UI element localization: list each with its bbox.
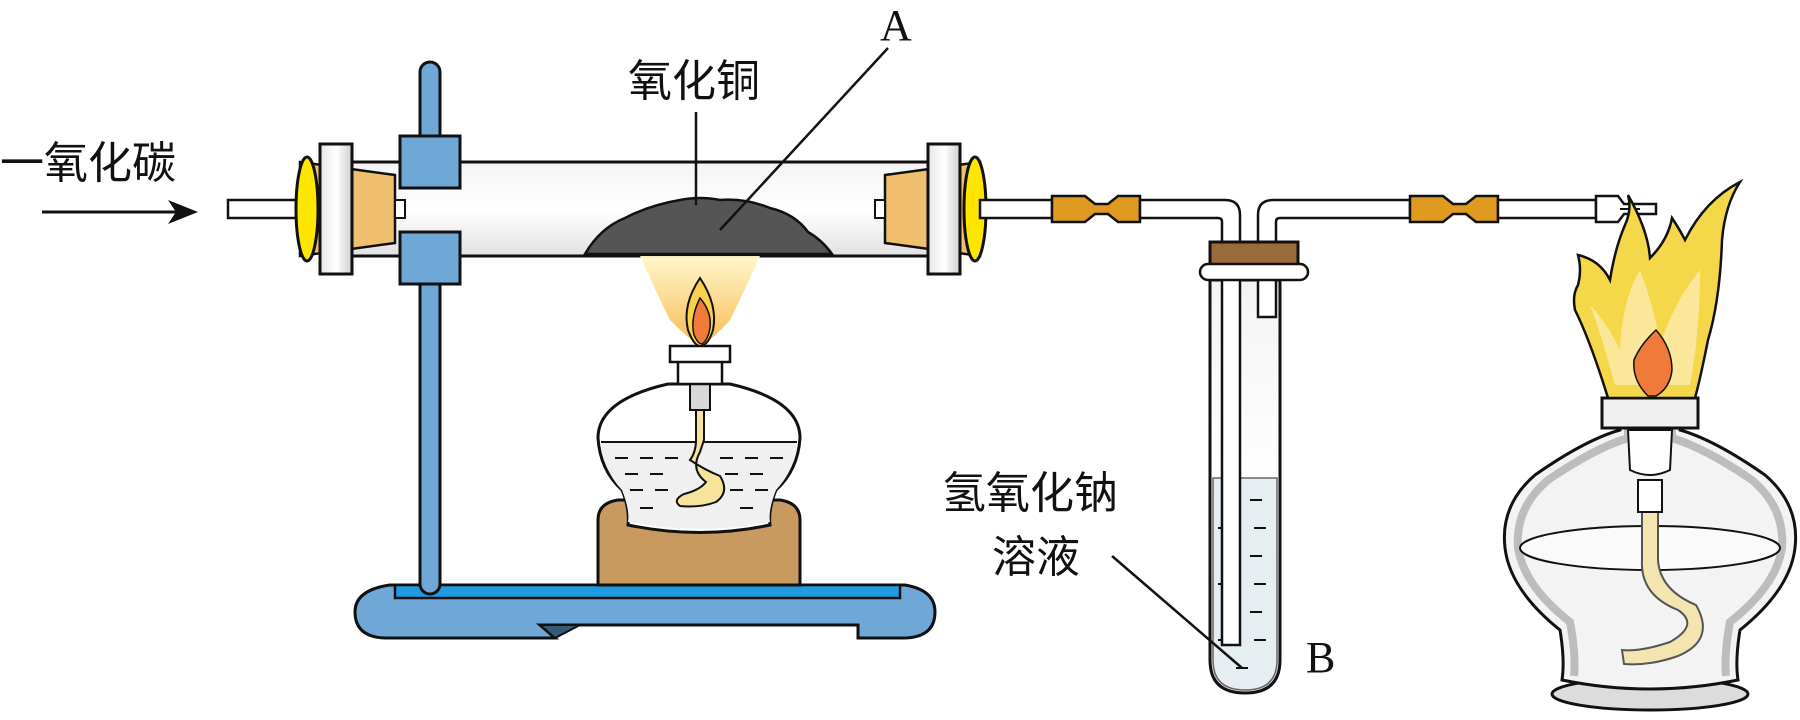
- label-naoh-solution-line2: 溶液: [992, 532, 1080, 583]
- rubber-tube-1: [1050, 194, 1142, 224]
- label-carbon-monoxide: 一氧化碳: [0, 138, 176, 189]
- a-leader-line: [719, 47, 889, 231]
- co-inlet-arrow: [42, 200, 198, 224]
- label-b: B: [1306, 633, 1335, 682]
- outlet-pipes: [978, 194, 1658, 247]
- copper-oxide-powder: [582, 196, 835, 256]
- left-stopper: [294, 142, 406, 276]
- test-tube-b: [1198, 240, 1310, 695]
- tube-clamp: [398, 134, 462, 286]
- b-leader-line: [1111, 555, 1243, 669]
- alcohol-lamp-right: [1502, 178, 1798, 712]
- label-naoh-solution-line1: 氢氧化钠: [942, 468, 1118, 519]
- alcohol-lamp-left: [596, 256, 802, 587]
- rubber-tube-2: [1408, 194, 1500, 224]
- right-stopper: [874, 142, 988, 276]
- label-a: A: [880, 1, 912, 50]
- label-copper-oxide: 氧化铜: [628, 56, 760, 107]
